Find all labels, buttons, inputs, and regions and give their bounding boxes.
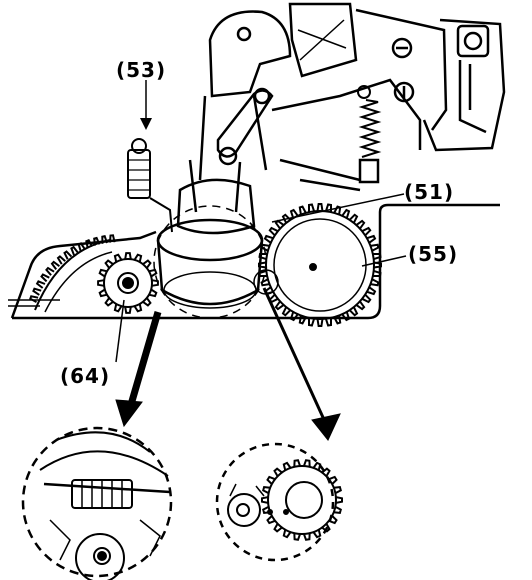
upper-mechanism [198,2,448,192]
gear-55 [258,203,382,327]
bracket-right [391,18,506,152]
central-cam [153,159,279,319]
shaft-53 [127,138,173,233]
callout-arrows [115,287,341,441]
leader-lines [115,80,407,363]
detail-view-left [21,426,173,580]
spring [357,85,382,158]
label-part-53: (53) [116,58,167,82]
gear-64 [97,252,159,314]
label-part-55: (55) [408,242,459,266]
gear-teeth [29,234,116,303]
label-part-51: (51) [404,180,455,204]
gear-teeth [258,203,382,327]
detail-view-right [215,442,343,562]
label-part-64: (64) [60,364,111,388]
gear-teeth [261,459,343,541]
gear-left [29,234,116,313]
